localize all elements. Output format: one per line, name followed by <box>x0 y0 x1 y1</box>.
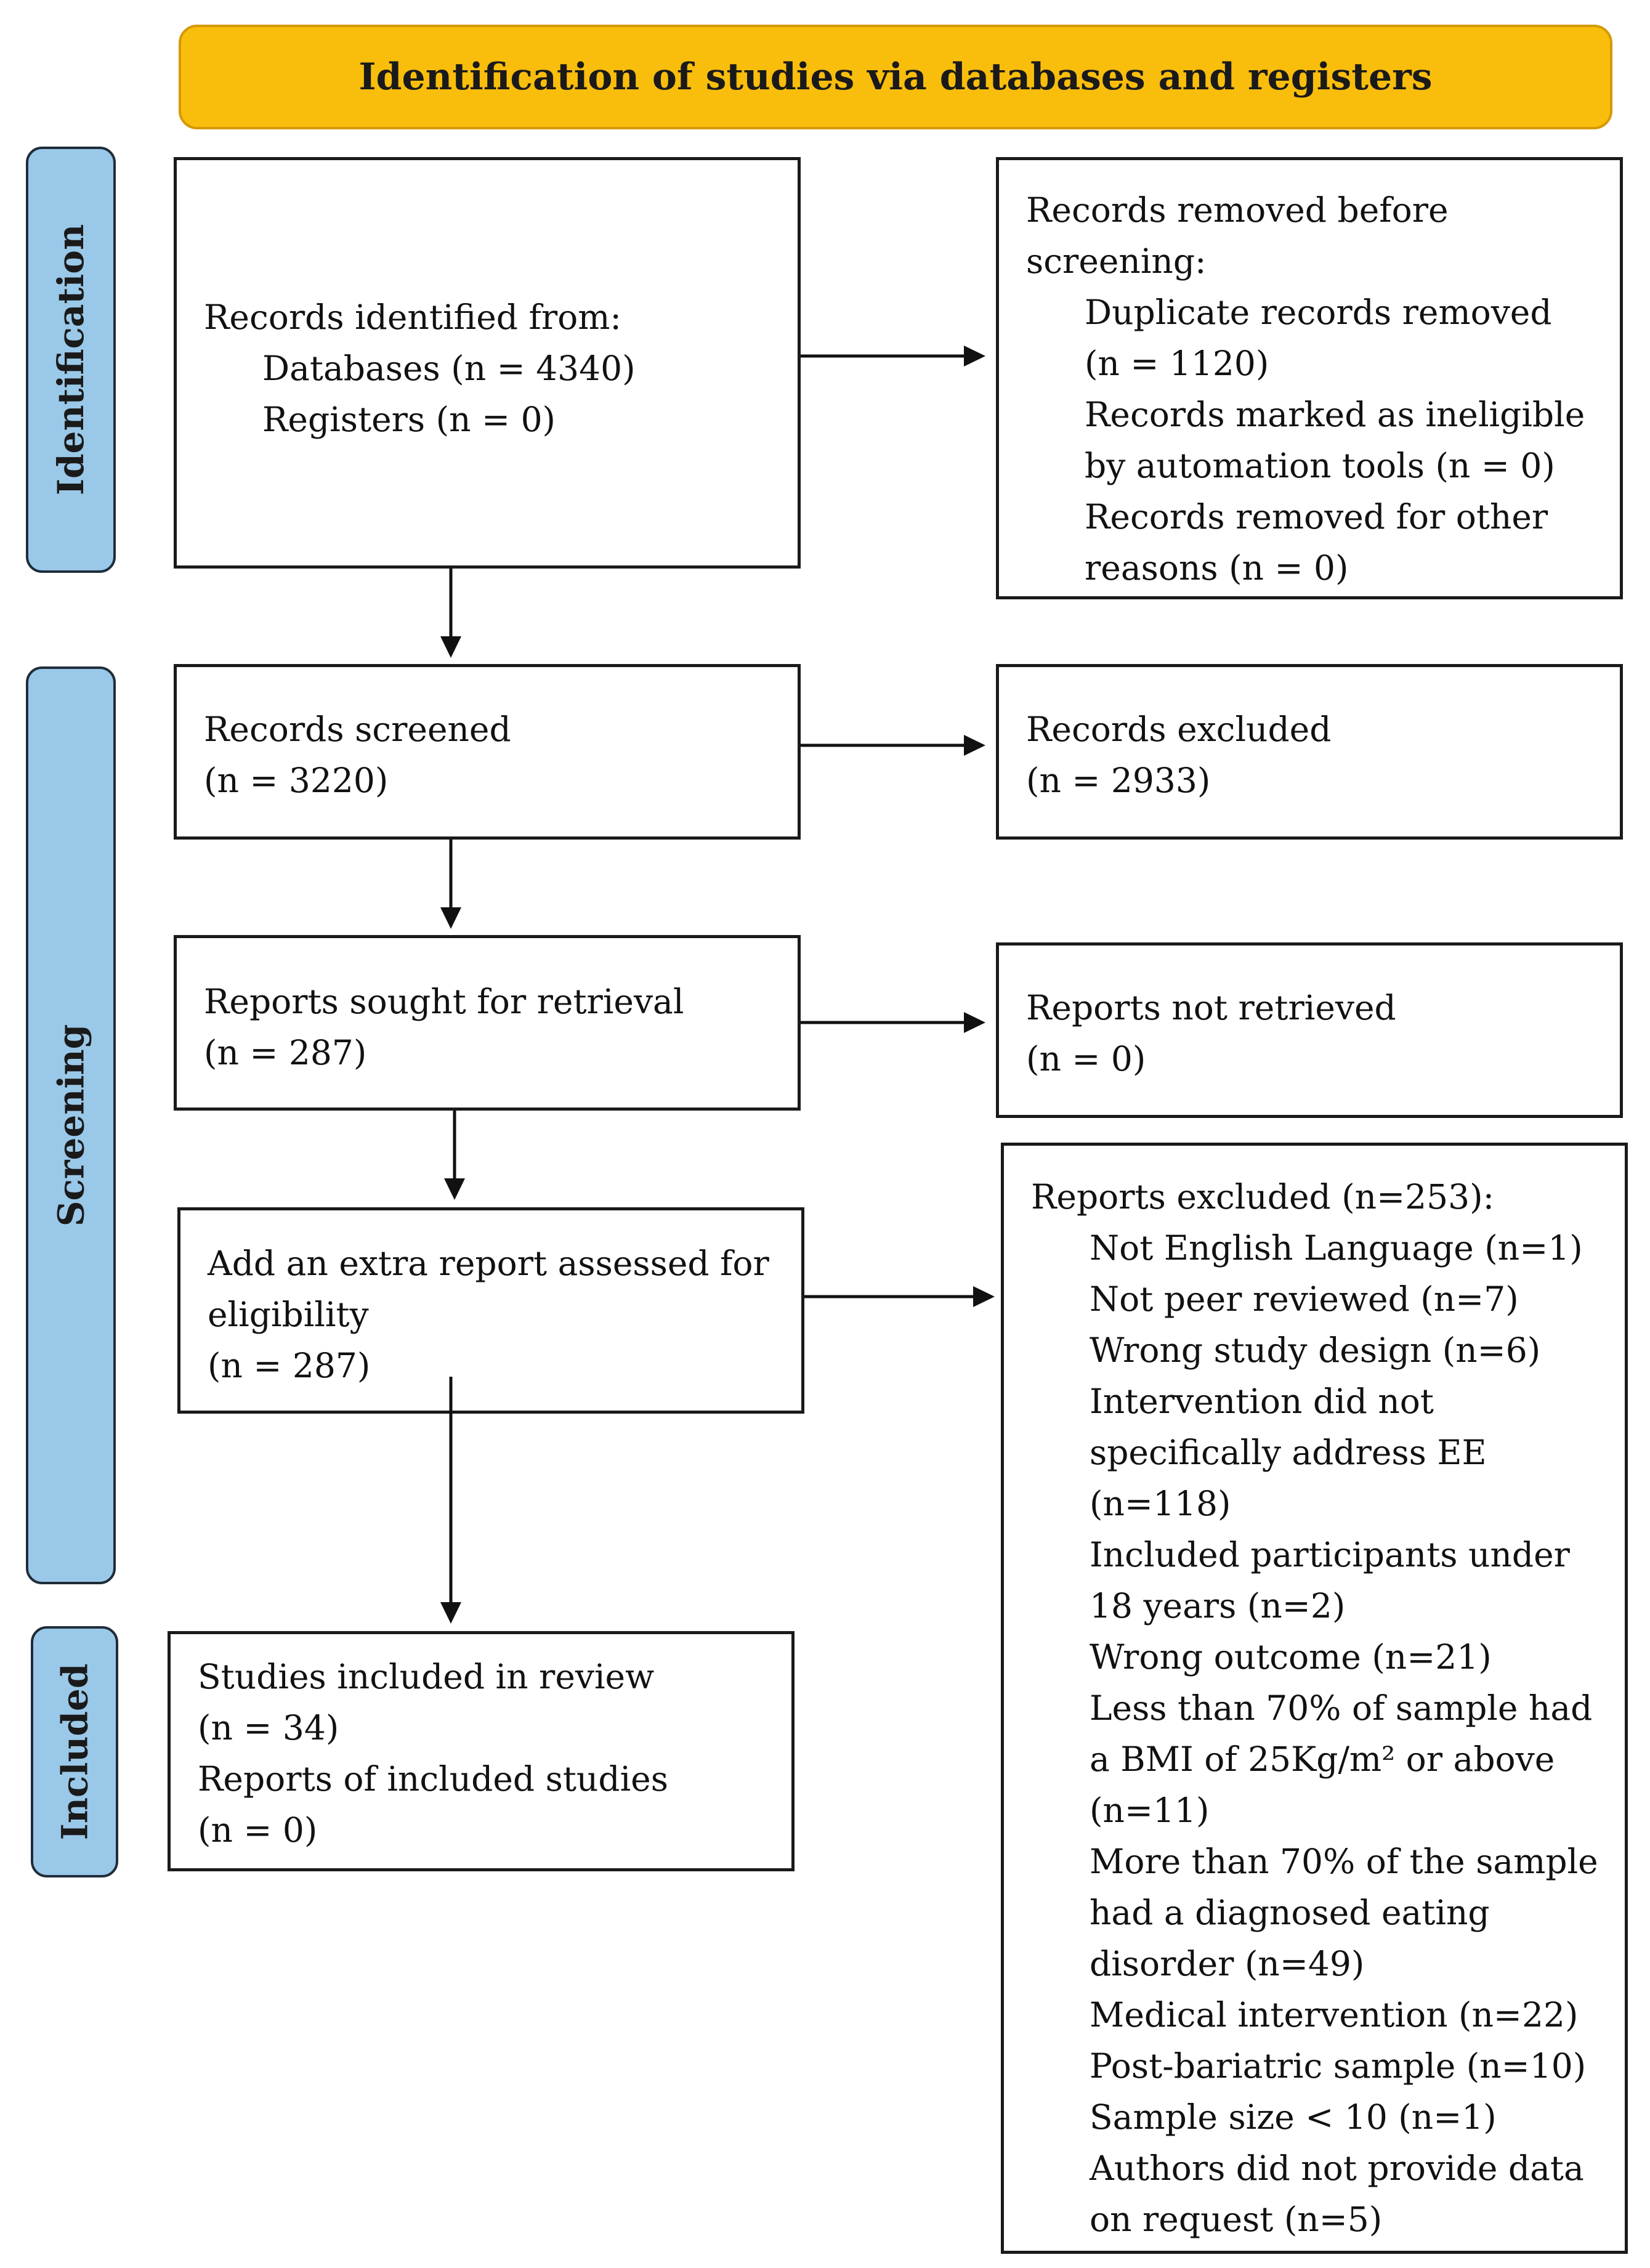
records-removed-title: Records removed before <box>1026 190 1449 230</box>
exclusion-reason: Not peer reviewed (n=7) <box>1090 1279 1519 1319</box>
exclusion-reason: Medical intervention (n=22) <box>1090 1995 1579 2035</box>
exclusion-reason: 18 years (n=2) <box>1090 1586 1346 1626</box>
duplicates-label: Duplicate records removed <box>1085 293 1552 332</box>
reports-not-retrieved-title: Reports not retrieved <box>1026 988 1396 1027</box>
exclusion-reason: Sample size < 10 (n=1) <box>1090 2097 1497 2137</box>
exclusion-reason: Not English Language (n=1) <box>1090 1228 1583 1268</box>
exclusion-reason: disorder (n=49) <box>1090 1944 1365 1983</box>
automation-count: by automation tools (n = 0) <box>1085 446 1555 485</box>
extra-report-title: Add an extra report assessed for <box>208 1244 769 1283</box>
arrowhead-extra-to-excluded <box>973 1286 995 1307</box>
reports-included-label: Reports of included studies <box>198 1759 668 1799</box>
records-identified-title: Records identified from: <box>204 298 621 337</box>
exclusion-reason: Included participants under <box>1090 1535 1570 1574</box>
exclusion-reason: specifically address EE <box>1090 1433 1487 1472</box>
exclusion-reason: Authors did not provide data <box>1090 2149 1584 2188</box>
arrowhead-screened-to-sought <box>440 907 461 929</box>
records-screened-count: (n = 3220) <box>204 761 389 800</box>
flow-header-title: Identification of studies via databases … <box>358 55 1433 99</box>
arrowhead-extra-to-included <box>440 1602 461 1624</box>
exclusion-reason: Less than 70% of sample had <box>1090 1688 1593 1728</box>
records-removed-title-2: screening: <box>1026 241 1207 281</box>
exclusion-reason: (n=11) <box>1090 1791 1210 1830</box>
records-excluded-box: Records excluded (n = 2933) <box>996 664 1623 840</box>
other-reasons-count: reasons (n = 0) <box>1085 548 1349 588</box>
reports-excluded-title: Reports excluded (n=253): <box>1031 1177 1495 1217</box>
arrowhead-identified-to-removed <box>964 346 985 367</box>
phase-included: Included <box>31 1626 118 1877</box>
records-removed-box: Records removed before screening: Duplic… <box>996 157 1623 599</box>
reports-sought-title: Reports sought for retrieval <box>204 982 684 1021</box>
reports-not-retrieved-count: (n = 0) <box>1026 1039 1146 1079</box>
exclusion-reason: had a diagnosed eating <box>1090 1893 1490 1932</box>
studies-included-label: Studies included in review <box>198 1657 655 1696</box>
records-screened-title: Records screened <box>204 710 511 749</box>
phase-identification: Identification <box>26 147 116 573</box>
arrowhead-sought-to-extra <box>444 1178 465 1200</box>
reports-sought-box: Reports sought for retrieval (n = 287) <box>174 935 801 1111</box>
extra-report-title-2: eligibility <box>208 1295 369 1334</box>
exclusion-reason: on request (n=5) <box>1090 2200 1383 2239</box>
arrowhead-sought-to-not-retrieved <box>964 1012 985 1033</box>
records-excluded-count: (n = 2933) <box>1026 761 1211 800</box>
databases-count: Databases (n = 4340) <box>262 349 636 388</box>
reports-not-retrieved-box: Reports not retrieved (n = 0) <box>996 942 1623 1118</box>
exclusion-reason: a BMI of 25Kg/m² or above <box>1090 1739 1555 1779</box>
reports-included-count: (n = 0) <box>198 1810 318 1850</box>
exclusion-reason: Intervention did not <box>1090 1382 1434 1421</box>
records-identified-box: Records identified from: Databases (n = … <box>174 157 801 569</box>
records-excluded-title: Records excluded <box>1026 710 1332 749</box>
flow-header: Identification of studies via databases … <box>179 25 1612 129</box>
automation-label: Records marked as ineligible <box>1085 395 1585 434</box>
registers-count: Registers (n = 0) <box>262 400 556 439</box>
studies-included-count: (n = 34) <box>198 1708 339 1748</box>
arrowhead-screened-to-excluded <box>964 735 985 756</box>
exclusion-reason: (n=118) <box>1090 1484 1231 1523</box>
arrowhead-identified-to-screened <box>440 636 461 658</box>
reports-sought-count: (n = 287) <box>204 1033 367 1072</box>
exclusion-reason: Wrong study design (n=6) <box>1090 1330 1541 1370</box>
exclusion-reason: Post-bariatric sample (n=10) <box>1090 2046 1587 2086</box>
exclusion-reason: More than 70% of the sample <box>1090 1842 1598 1881</box>
extra-report-count: (n = 287) <box>208 1346 371 1385</box>
exclusion-reason: Wrong outcome (n=21) <box>1090 1637 1492 1677</box>
reports-excluded-box: Reports excluded (n=253): Not English La… <box>1001 1143 1628 2254</box>
other-reasons-label: Records removed for other <box>1085 497 1548 537</box>
phase-screening: Screening <box>26 666 116 1584</box>
studies-included-box: Studies included in review (n = 34) Repo… <box>168 1631 795 1871</box>
extra-report-box: Add an extra report assessed for eligibi… <box>177 1207 804 1414</box>
records-screened-box: Records screened (n = 3220) <box>174 664 801 840</box>
duplicates-count: (n = 1120) <box>1085 344 1269 383</box>
